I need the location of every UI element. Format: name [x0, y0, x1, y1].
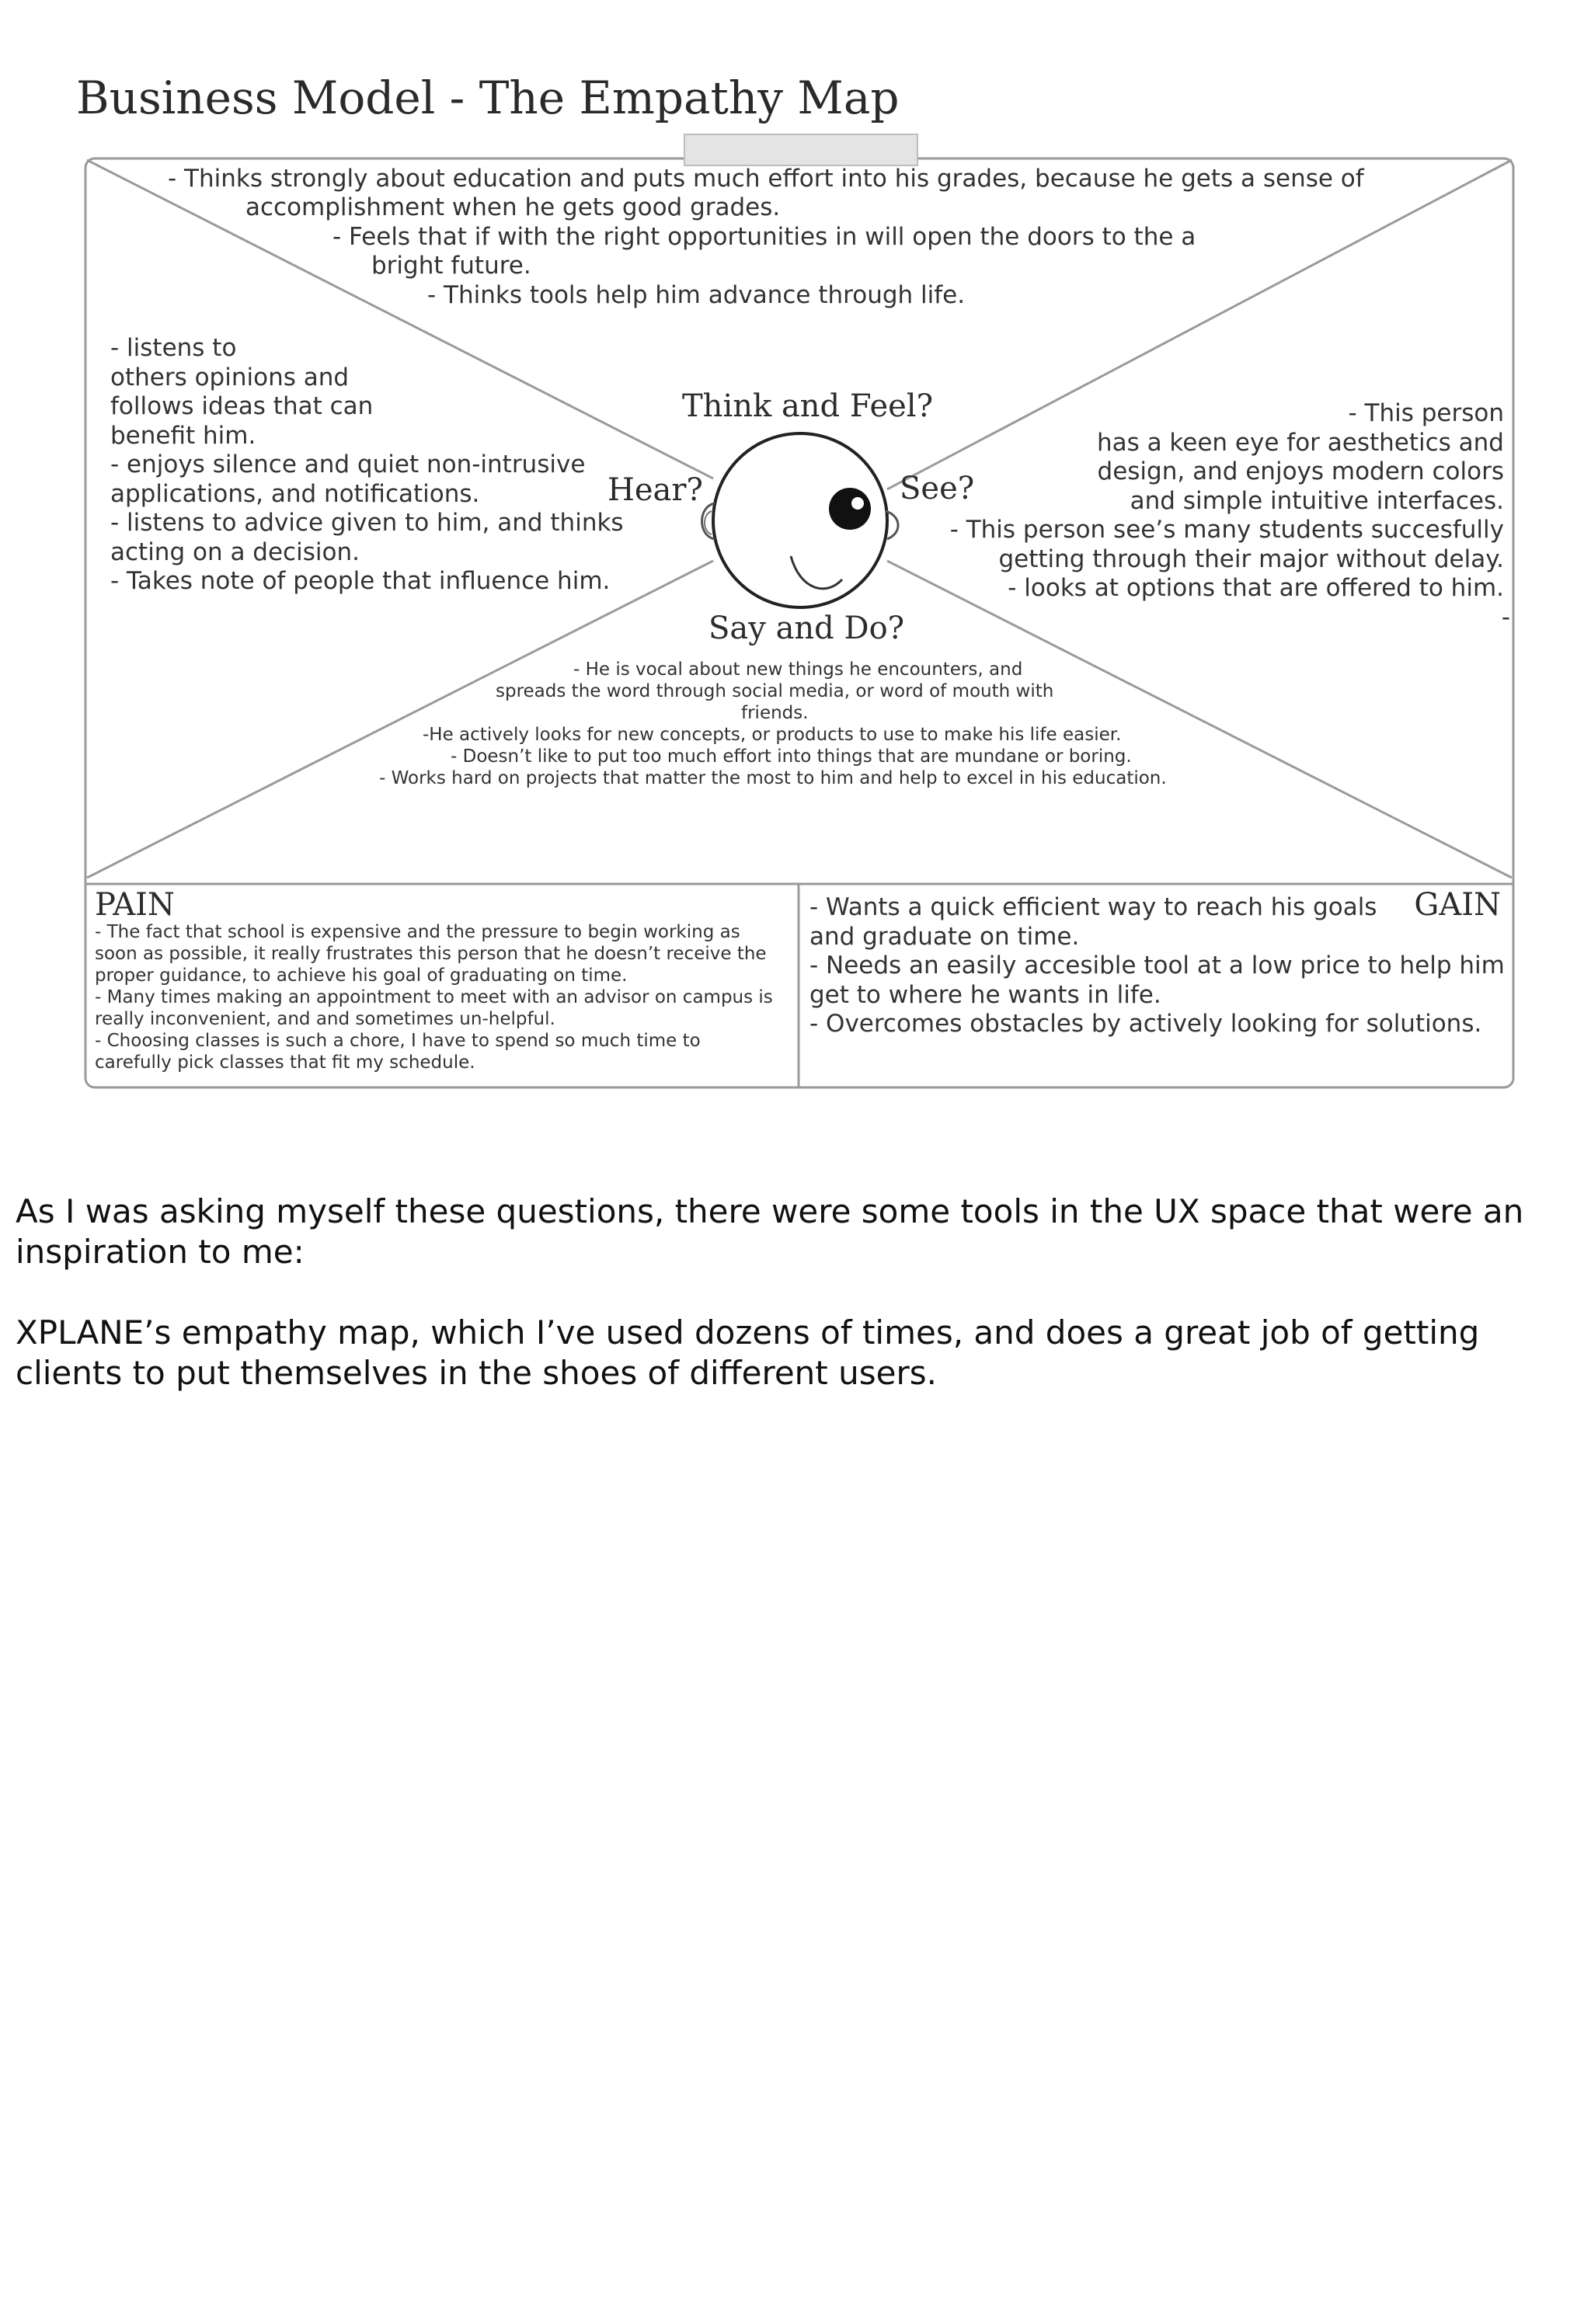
pain-line: carefully pick classes that fit my sched… — [95, 1052, 475, 1073]
body-paragraph: As I was asking myself these questions, … — [16, 1192, 1524, 1271]
diagonal-bottom-right — [886, 559, 1513, 879]
body-paragraph: XPLANE’s empathy map, which I’ve used do… — [16, 1313, 1480, 1392]
top-tab — [684, 134, 918, 166]
pain-line: proper guidance, to achieve his goal of … — [95, 965, 628, 986]
pain-notes: - The fact that school is expensive and … — [95, 921, 773, 1073]
gain-line: get to where he wants in life. — [809, 980, 1161, 1009]
gain-line: - Needs an easily accesible tool at a lo… — [809, 952, 1505, 979]
hear-line: others opinions and — [110, 363, 350, 391]
pain-label: PAIN — [95, 887, 175, 923]
hear-line: benefit him. — [110, 421, 256, 450]
hear-line: - listens to advice given to him, and th… — [110, 509, 624, 537]
say-line: spreads the word through social media, o… — [496, 681, 1054, 701]
think-line: accomplishment when he gets good grades. — [245, 193, 781, 221]
gain-line: and graduate on time. — [809, 922, 1080, 951]
say-line: friends. — [741, 703, 809, 723]
gain-label: GAIN — [1414, 887, 1501, 923]
say-line: -He actively looks for new concepts, or … — [423, 725, 1122, 745]
page-title: Business Model - The Empathy Map — [76, 71, 900, 124]
see-line: - — [1501, 603, 1510, 631]
gain-notes: - Wants a quick efficient way to reach h… — [809, 893, 1505, 1039]
think-line: - Thinks strongly about education and pu… — [168, 165, 1364, 193]
hear-line: - Takes note of people that influence hi… — [110, 567, 611, 595]
see-line: - This person see’s many students succes… — [949, 516, 1504, 544]
see-line: - This person — [1348, 399, 1504, 427]
pain-line: really inconvenient, and and sometimes u… — [95, 1009, 555, 1029]
gain-line: - Wants a quick efficient way to reach h… — [809, 893, 1377, 921]
see-label: See? — [900, 471, 975, 506]
diagonal-top-left — [86, 158, 714, 480]
pain-line: - Many times making an appointment to me… — [95, 987, 773, 1007]
pain-line: - The fact that school is expensive and … — [95, 922, 740, 942]
think-feel-label: Think and Feel? — [682, 388, 934, 424]
pain-line: soon as possible, it really frustrates t… — [95, 944, 767, 964]
see-line: and simple intuitive interfaces. — [1130, 486, 1504, 515]
say-line: - Works hard on projects that matter the… — [379, 768, 1167, 788]
hear-line: acting on a decision. — [110, 538, 360, 566]
see-line: has a keen eye for aesthetics and — [1096, 428, 1504, 457]
hear-line: applications, and notifications. — [110, 479, 480, 508]
diagonal-top-right — [886, 158, 1513, 491]
see-notes: - This person has a keen eye for aesthet… — [949, 399, 1510, 632]
see-line: design, and enjoys modern colors — [1097, 457, 1504, 485]
see-line: getting through their major without dela… — [998, 544, 1504, 573]
pain-line: - Choosing classes is such a chore, I ha… — [95, 1031, 701, 1051]
say-line: - He is vocal about new things he encoun… — [573, 659, 1023, 680]
say-do-label: Say and Do? — [708, 611, 905, 646]
hear-line: follows ideas that can — [110, 392, 374, 420]
see-line: - looks at options that are offered to h… — [1008, 574, 1504, 602]
think-line: - Thinks tools help him advance through … — [427, 281, 966, 309]
gain-line: - Overcomes obstacles by actively lookin… — [809, 1010, 1482, 1038]
hear-notes: - listens to others opinions and follows… — [110, 334, 624, 597]
hear-line: - enjoys silence and quiet non-intrusive — [110, 451, 586, 478]
head-icon — [701, 432, 900, 609]
think-line: - Feels that if with the right opportuni… — [332, 223, 1196, 251]
hear-line: - listens to — [110, 334, 237, 362]
diagonal-bottom-left — [86, 559, 714, 879]
say-line: - Doesn’t like to put too much effort in… — [451, 746, 1132, 767]
hear-label: Hear? — [608, 472, 703, 508]
empathy-map-diagram — [84, 157, 1515, 1089]
think-line: bright future. — [371, 252, 531, 280]
